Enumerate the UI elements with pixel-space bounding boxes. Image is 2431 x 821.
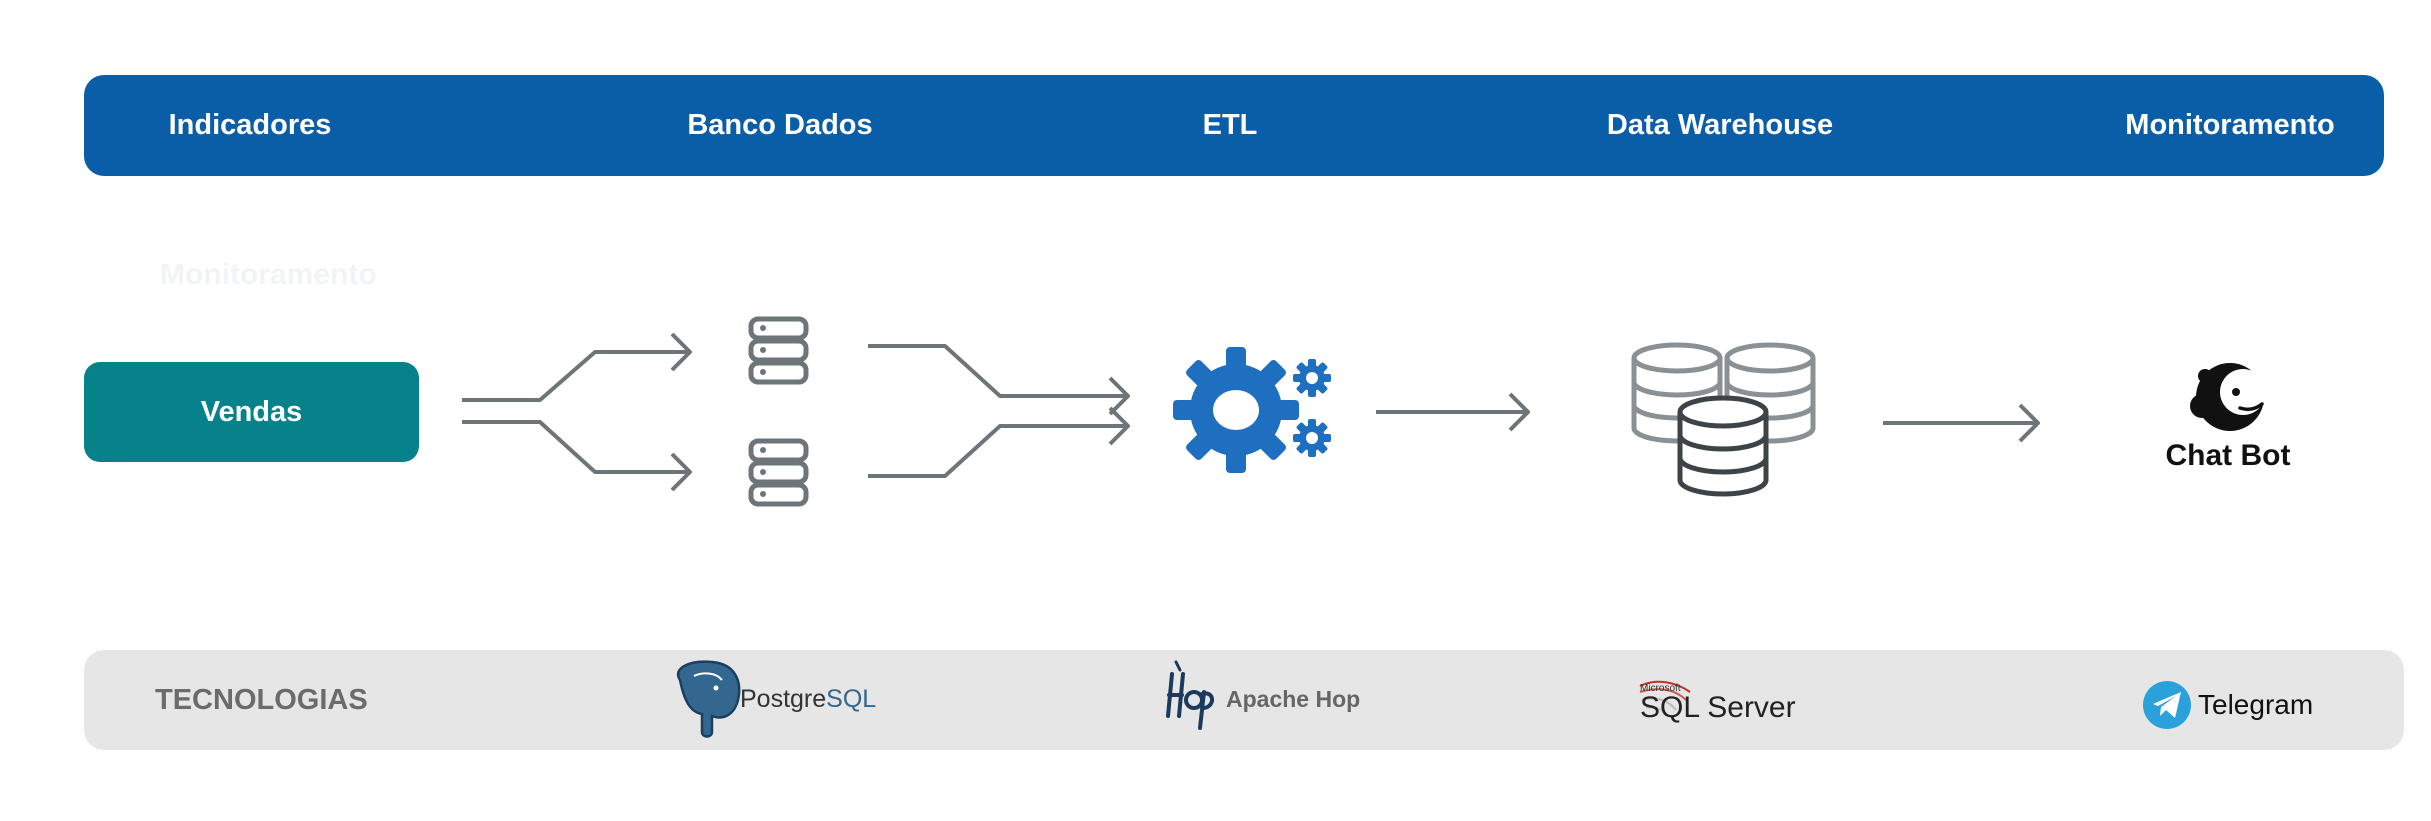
arrowhead-etl-a [1108, 376, 1130, 416]
telegram-label: Telegram [2198, 689, 2313, 720]
arrow-vendas-to-db1 [462, 350, 690, 402]
postgres-prefix: Postgre [740, 685, 826, 713]
source-vendas-box: Vendas [84, 362, 419, 462]
sql-server-brand: Microsoft [1640, 683, 1681, 694]
arrowhead-db1 [670, 332, 692, 372]
technologies-bar [84, 650, 2404, 750]
postgresql-elephant-icon [676, 660, 741, 738]
source-vendas-label: Vendas [200, 395, 303, 428]
header-banco-dados: Banco Dados [687, 109, 873, 141]
arrowhead-etl-b [1108, 406, 1130, 446]
arrow-db2-to-etl [868, 424, 1128, 478]
apache-hop-label: Apache Hop [1226, 686, 1360, 712]
arrowhead-chatbot [2018, 403, 2040, 443]
database-server-icon-1 [748, 316, 809, 385]
header-indicadores: Indicadores [168, 109, 332, 141]
header-monitoramento: Monitoramento [2125, 109, 2335, 141]
sql-server-label: SQL Server [1640, 691, 1796, 724]
arrowhead-db2 [670, 452, 692, 492]
header-etl: ETL [1202, 109, 1258, 141]
sql-server-logo-icon [1639, 680, 1691, 717]
arrow-db1-to-etl [868, 344, 1128, 398]
header-data-warehouse: Data Warehouse [1606, 109, 1834, 141]
telegram-logo-icon [2143, 681, 2191, 729]
data-warehouse-icon [1631, 342, 1816, 497]
etl-gears-icon [1173, 347, 1331, 473]
arrow-vendas-to-db2 [462, 420, 690, 474]
technologies-title: TECNOLOGIAS [155, 684, 368, 716]
apache-hop-logo-icon [1166, 660, 1214, 730]
postgres-suffix: SQL [826, 685, 876, 713]
database-server-icon-2 [748, 438, 809, 507]
header-bar [84, 75, 2384, 176]
chatbot-label: Chat Bot [2166, 439, 2291, 472]
arrowhead-dw [1508, 392, 1530, 432]
faint-label: Monitoramento [160, 258, 377, 291]
svg-text:PostgreSQL: PostgreSQL [740, 685, 876, 713]
chatbot-logo-icon [2190, 363, 2266, 431]
